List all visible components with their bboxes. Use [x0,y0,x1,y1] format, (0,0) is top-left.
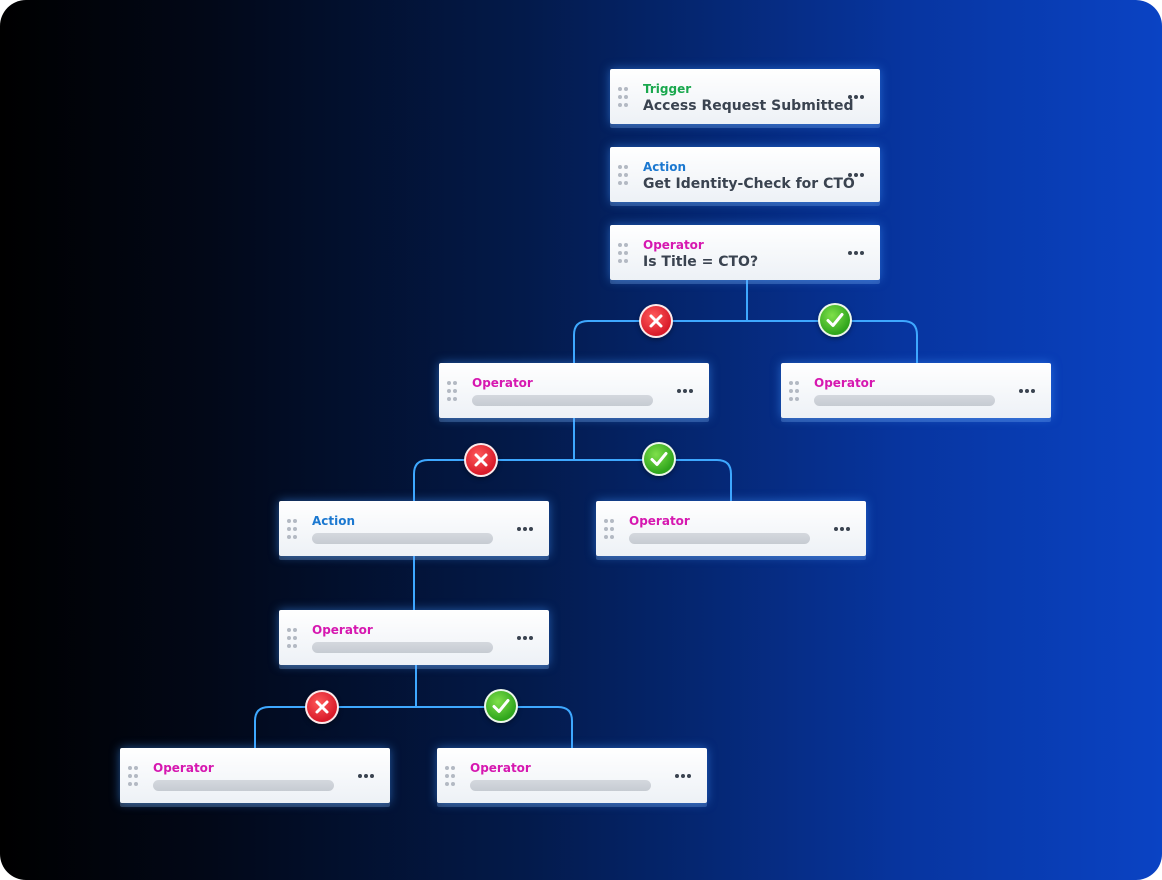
operator-card-true-branch[interactable]: Operator [437,748,707,803]
drag-handle-icon[interactable] [447,381,457,401]
operator-card-false-branch[interactable]: Operator [120,748,390,803]
drag-handle-icon[interactable] [604,519,614,539]
drag-handle-icon[interactable] [445,766,455,786]
node-type-label: Action [312,514,356,528]
drag-handle-icon[interactable] [128,766,138,786]
check-icon[interactable] [484,689,518,723]
close-icon[interactable] [639,304,673,338]
more-icon[interactable] [848,245,864,259]
drag-handle-icon[interactable] [618,87,628,107]
operator-card-true-branch[interactable]: Operator [781,363,1051,418]
operator-card-false-branch[interactable]: Operator [439,363,709,418]
more-icon[interactable] [848,167,864,181]
check-icon[interactable] [642,442,676,476]
node-title: Get Identity-Check for CTO [643,176,855,192]
node-title: Is Title = CTO? [643,254,759,270]
more-icon[interactable] [517,521,533,535]
node-type-label: Operator [470,761,531,775]
node-type-label: Operator [153,761,214,775]
more-icon[interactable] [848,89,864,103]
drag-handle-icon[interactable] [618,165,628,185]
check-icon[interactable] [818,303,852,337]
placeholder-bar [472,395,653,406]
placeholder-bar [153,780,334,791]
operator-card-true-branch[interactable]: Operator [596,501,866,556]
action-card[interactable]: Action Get Identity-Check for CTO [610,147,880,202]
operator-card[interactable]: Operator [279,610,549,665]
node-type-label: Action [643,160,687,174]
node-type-label: Operator [629,514,690,528]
more-icon[interactable] [517,630,533,644]
more-icon[interactable] [1019,383,1035,397]
drag-handle-icon[interactable] [618,243,628,263]
placeholder-bar [312,642,493,653]
drag-handle-icon[interactable] [287,628,297,648]
trigger-card[interactable]: Trigger Access Request Submitted [610,69,880,124]
node-type-label: Operator [472,376,533,390]
operator-card[interactable]: Operator Is Title = CTO? [610,225,880,280]
node-type-label: Trigger [643,82,692,96]
node-type-label: Operator [643,238,704,252]
drag-handle-icon[interactable] [789,381,799,401]
node-type-label: Operator [814,376,875,390]
node-title: Access Request Submitted [643,98,854,114]
more-icon[interactable] [834,521,850,535]
placeholder-bar [814,395,995,406]
drag-handle-icon[interactable] [287,519,297,539]
close-icon[interactable] [464,443,498,477]
placeholder-bar [629,533,810,544]
placeholder-bar [312,533,493,544]
more-icon[interactable] [677,383,693,397]
node-type-label: Operator [312,623,373,637]
close-icon[interactable] [305,690,339,724]
more-icon[interactable] [358,768,374,782]
placeholder-bar [470,780,651,791]
more-icon[interactable] [675,768,691,782]
action-card-false-branch[interactable]: Action [279,501,549,556]
